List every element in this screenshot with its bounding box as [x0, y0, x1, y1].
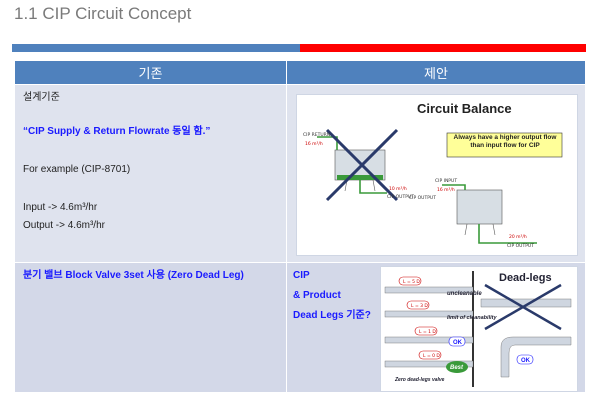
table-row: 설계기준 “CIP Supply & Return Flowrate 동일 함.… — [14, 84, 586, 263]
zero-dead-leg-caption: Zero dead-legs valve — [394, 377, 445, 383]
existing-cell-1: 설계기준 “CIP Supply & Return Flowrate 동일 함.… — [14, 84, 287, 263]
dead-leg-row: L = 1 D OK — [384, 326, 474, 347]
dead-legs-diagram: Dead-legs L = 5 D uncleanable L = 3 D — [384, 271, 572, 387]
circuit-balance-title: Circuit Balance — [417, 101, 512, 116]
dead-leg-row: L = 5 D uncleanable — [384, 276, 482, 297]
circuit-balance-diagram: Circuit Balance Always have a higher out… — [303, 101, 563, 249]
column-header-proposed: 제안 — [286, 60, 586, 85]
design-standard-label: 설계기준 — [23, 92, 60, 103]
svg-text:limit of cleanability: limit of cleanability — [447, 315, 497, 321]
callout-box — [446, 132, 563, 158]
dead-legs-standard-label: Dead Legs 기준? — [293, 310, 371, 321]
svg-text:OK: OK — [521, 358, 531, 364]
product-label: & Product — [293, 290, 341, 301]
dead-leg-row: L = 3 D limit of cleanability — [384, 300, 497, 321]
cross-out-line — [484, 283, 562, 331]
svg-text:CIP RETURN: CIP RETURN — [303, 132, 330, 138]
svg-text:L = 0 D: L = 0 D — [423, 353, 440, 359]
svg-text:CIP OUTPUT: CIP OUTPUT — [387, 194, 414, 200]
svg-text:OK: OK — [453, 340, 463, 346]
proposed-cell-1: Circuit Balance Always have a higher out… — [286, 84, 586, 263]
comparison-table: 기존 제안 설계기준 “CIP Supply & Return Flowrate… — [14, 60, 586, 393]
header-bar-blue — [12, 44, 300, 52]
svg-text:CIP OUTPUT: CIP OUTPUT — [409, 195, 436, 201]
circuit-balance-figure: Circuit Balance Always have a higher out… — [297, 95, 577, 255]
svg-text:Best: Best — [450, 365, 464, 371]
existing-cell-2: 분기 밸브 Block Valve 3set 사용 (Zero Dead Leg… — [14, 262, 287, 393]
page-title: 1.1 CIP Circuit Concept — [14, 4, 192, 23]
svg-text:uncleanable: uncleanable — [447, 291, 482, 297]
block-valve-statement: 분기 밸브 Block Valve 3set 사용 (Zero Dead Leg… — [23, 270, 244, 281]
callout-text: Always have a higher output flow than in… — [453, 134, 557, 149]
svg-text:16 m³/h: 16 m³/h — [305, 141, 323, 147]
output-flow: Output -> 4.6m³/hr — [23, 220, 105, 231]
proposed-cell-2: CIP & Product Dead Legs 기준? Dead-legs L … — [286, 262, 586, 393]
column-header-existing: 기존 — [14, 60, 287, 85]
svg-text:10 m³/h: 10 m³/h — [389, 186, 407, 192]
svg-text:CIP INPUT: CIP INPUT — [435, 178, 457, 184]
tank-1-liquid — [337, 175, 383, 180]
dead-leg-row: L = 0 D Best — [384, 350, 474, 373]
table-row: 분기 밸브 Block Valve 3set 사용 (Zero Dead Leg… — [14, 262, 586, 393]
svg-text:16 m³/h: 16 m³/h — [437, 187, 455, 193]
flowrate-statement: “CIP Supply & Return Flowrate 동일 함.” — [23, 126, 211, 137]
svg-text:20 m³/h: 20 m³/h — [509, 234, 527, 240]
input-flow: Input -> 4.6m³/hr — [23, 202, 98, 213]
svg-text:L = 5 D: L = 5 D — [403, 279, 420, 285]
dead-legs-title: Dead-legs — [499, 272, 552, 284]
cross-out-line — [325, 128, 399, 202]
svg-text:L = 3 D: L = 3 D — [411, 303, 428, 309]
cip-label: CIP — [293, 270, 310, 281]
dead-legs-figure: Dead-legs L = 5 D uncleanable L = 3 D — [381, 267, 577, 391]
dead-legs-question: CIP & Product Dead Legs 기준? — [293, 269, 383, 323]
svg-text:CIP OUTPUT: CIP OUTPUT — [507, 243, 534, 249]
tank-2 — [456, 189, 503, 225]
svg-text:L = 1 D: L = 1 D — [419, 329, 436, 335]
header-bar-red — [300, 44, 586, 52]
example-label: For example (CIP-8701) — [23, 164, 131, 175]
